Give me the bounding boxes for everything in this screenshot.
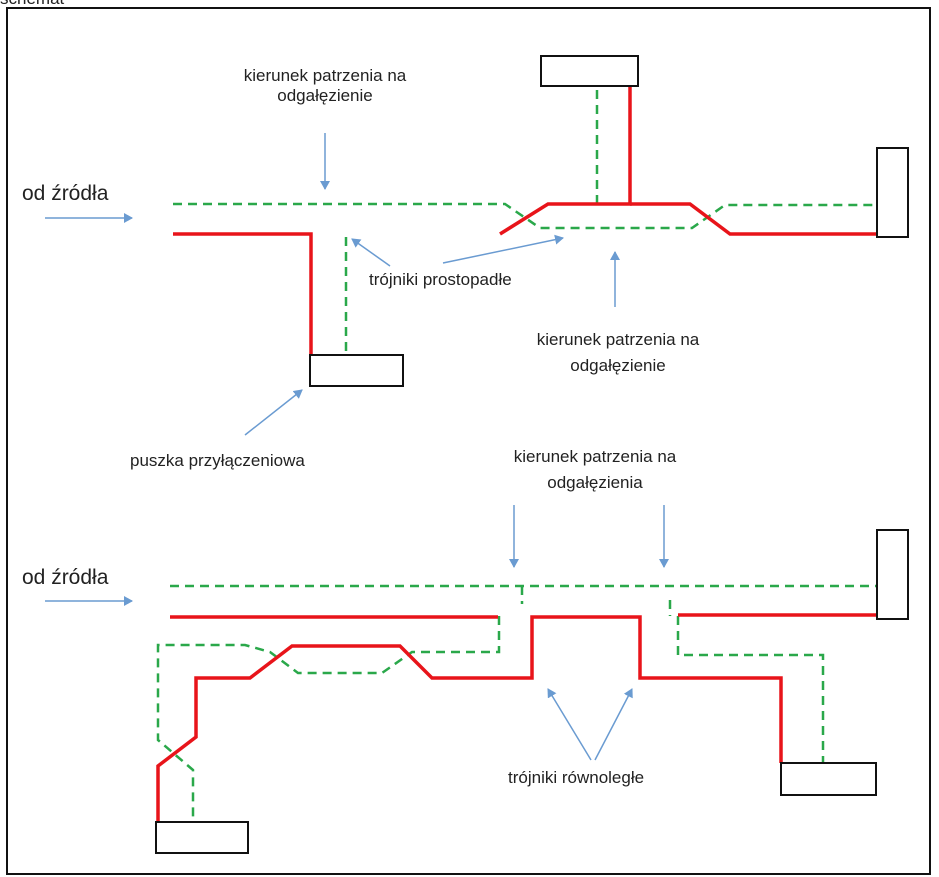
parallel-tee-arrow-right <box>594 688 633 761</box>
junction-box <box>309 354 404 387</box>
bottom-right-lower-box <box>780 762 877 796</box>
header-fragment: schemat <box>0 0 64 9</box>
right-view-direction-line1: kierunek patrzenia na <box>536 330 700 349</box>
bottom-source-label: od źródła <box>22 566 109 589</box>
top-view-direction-label: kierunek patrzenia na odgałęzienie <box>215 66 435 107</box>
junction-box-label: puszka przyłączeniowa <box>130 451 305 470</box>
top-view-direction-line1: kierunek patrzenia na <box>243 66 407 85</box>
outer-frame <box>6 7 931 875</box>
bottom-view-direction-line2: odgałęzienia <box>547 473 643 493</box>
bottom-view-direction-label: kierunek patrzenia na odgałęzienia <box>480 447 710 494</box>
tee-arrow-right <box>442 234 564 264</box>
right-view-direction-label: kierunek patrzenia na odgałęzienie <box>507 330 729 377</box>
junction-box-arrow <box>244 389 303 436</box>
top-source-label: od źródła <box>22 182 109 205</box>
bottom-view-direction-line1: kierunek patrzenia na <box>513 447 677 466</box>
right-view-direction-line2: odgałęzienie <box>570 356 666 376</box>
bottom-green-dashed-line <box>156 584 878 822</box>
perpendicular-tees-label: trójniki prostopadłe <box>369 270 512 289</box>
top-green-dashed-line <box>173 86 878 355</box>
parallel-tees-label: trójniki równoległe <box>508 768 645 787</box>
top-red-line <box>173 86 878 355</box>
tee-arrow-left <box>351 238 391 267</box>
parallel-tee-arrow-left <box>547 688 592 761</box>
top-right-box <box>876 147 909 238</box>
top-view-direction-line2: odgałęzienie <box>277 86 373 106</box>
bottom-right-box <box>876 529 909 620</box>
bottom-red-line <box>156 613 878 823</box>
top-upper-box <box>540 55 639 87</box>
bottom-left-box <box>155 821 249 854</box>
